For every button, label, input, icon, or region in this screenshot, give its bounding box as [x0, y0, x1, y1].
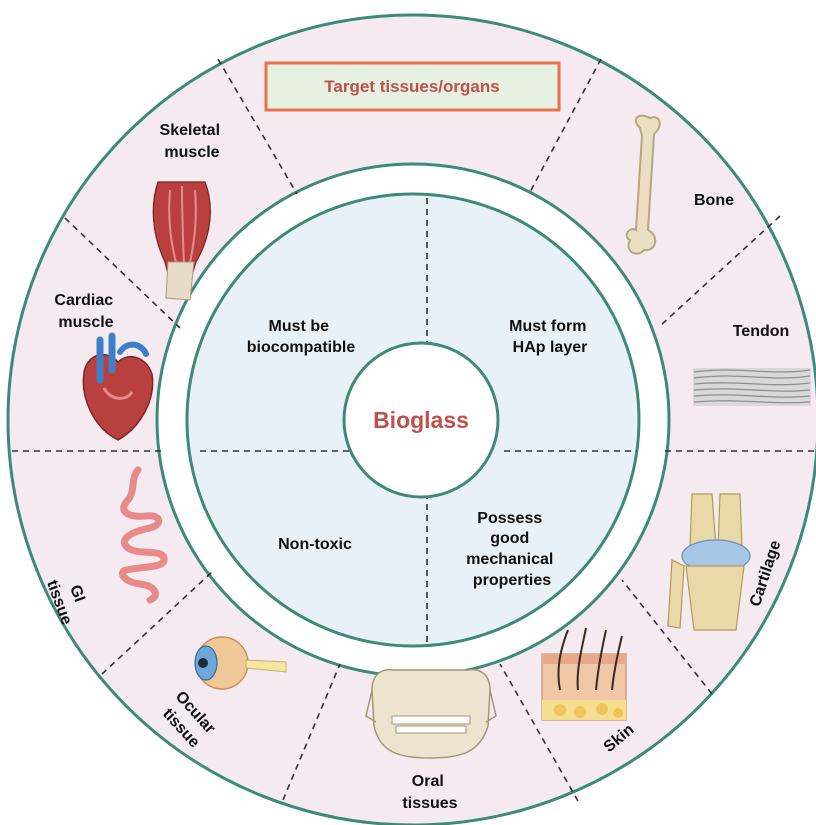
- skull-jaw-icon: [366, 670, 496, 758]
- tissue-label-tendon: Tendon: [733, 323, 790, 340]
- tendon-icon: [693, 368, 811, 406]
- property-non-toxic: Non-toxic: [278, 536, 352, 553]
- tissue-label-bone: Bone: [694, 192, 734, 209]
- header-label: Target tissues/organs: [324, 77, 499, 96]
- center-label: Bioglass: [373, 407, 469, 433]
